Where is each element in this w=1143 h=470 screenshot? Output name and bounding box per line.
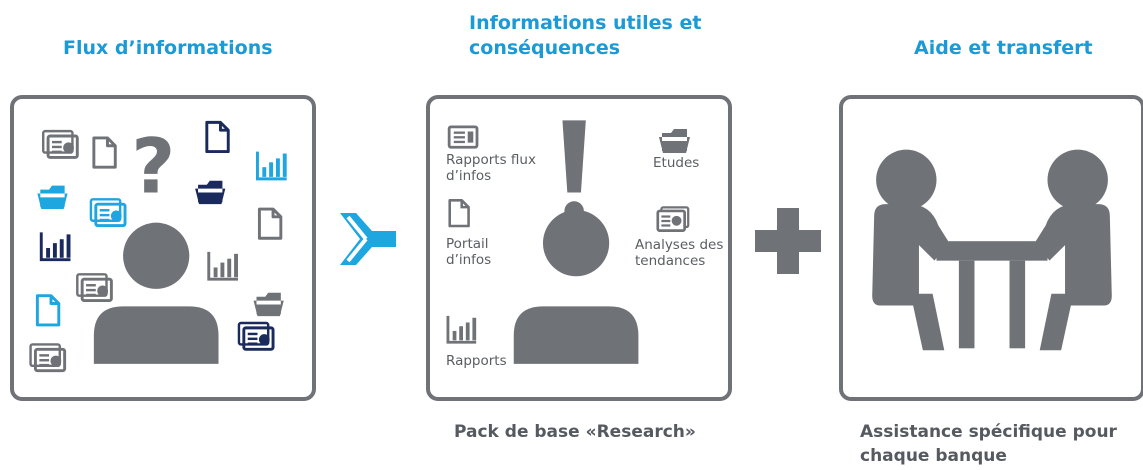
newsletter-icon — [656, 206, 690, 232]
bar-chart-icon — [446, 315, 477, 344]
caption-research-pack: Pack de base «Research» — [454, 422, 696, 442]
folder-icon — [659, 129, 690, 153]
column-title-help: Aide et transfert — [914, 37, 1093, 59]
information-flow-panel: ? — [10, 95, 316, 401]
svg-text:?: ? — [131, 121, 175, 210]
information-flow-illustration: ? — [29, 120, 289, 373]
column-title-useful: Informations utiles et conséquences — [469, 12, 702, 59]
item-label-rapports-flux: Rapports flux d’infos — [446, 152, 536, 184]
merge-arrow-icon — [340, 213, 396, 265]
plus-icon — [755, 208, 821, 274]
useful-information-panel: Rapports flux d’infos Etudes Portail d’i… — [426, 95, 732, 401]
useful-information-illustration — [513, 120, 639, 364]
help-transfer-panel — [839, 95, 1143, 401]
two-people-meeting-icon — [872, 149, 1112, 351]
column-title-flux: Flux d’informations — [63, 37, 273, 59]
newsletter-icon — [447, 125, 479, 149]
item-label-etudes: Etudes — [653, 155, 700, 171]
item-label-portail: Portail d’infos — [446, 236, 492, 268]
item-label-rapports: Rapports — [446, 353, 507, 369]
item-label-analyses: Analyses des tendances — [635, 237, 724, 269]
document-icon — [448, 199, 470, 228]
caption-assistance: Assistance spécifique pour chaque banque — [860, 422, 1117, 466]
